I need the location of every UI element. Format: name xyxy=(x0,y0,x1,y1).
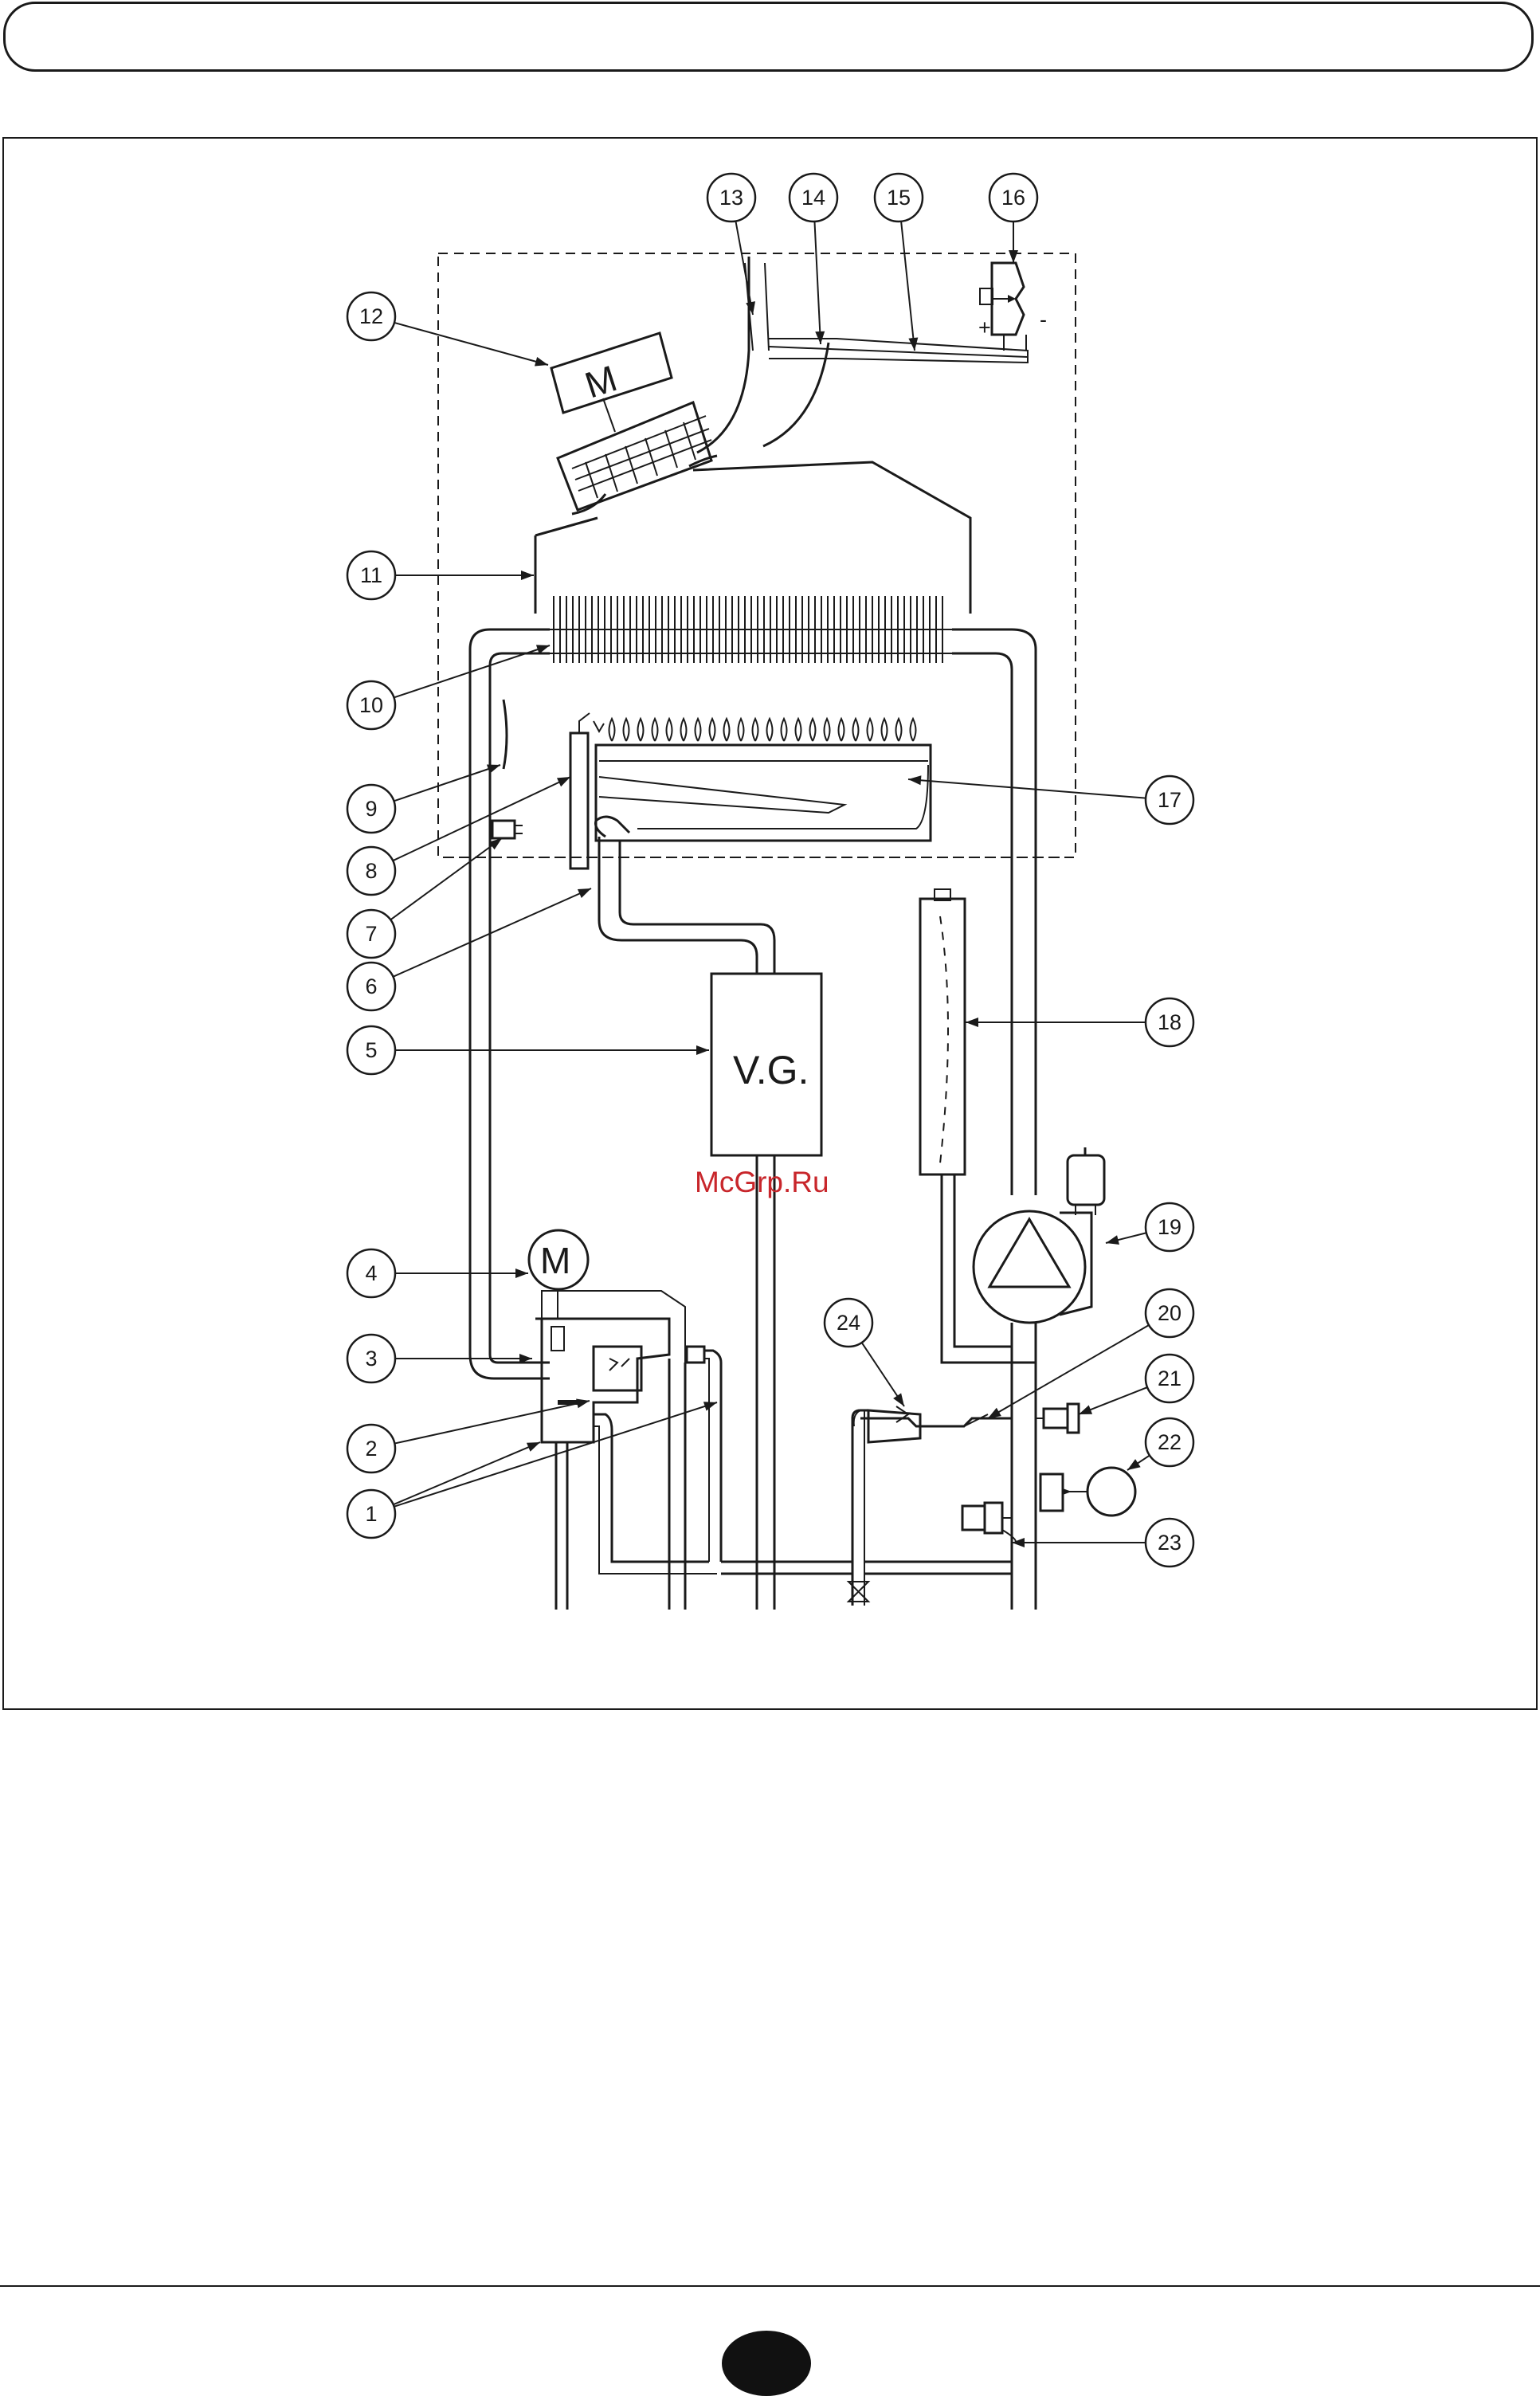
callout-number: 8 xyxy=(365,859,377,883)
callout-9: 9 xyxy=(347,764,500,833)
callout-number: 9 xyxy=(365,797,377,821)
callout-24: 24 xyxy=(825,1299,904,1406)
callout-arrowhead xyxy=(535,357,548,367)
casing-outline xyxy=(438,253,1076,857)
callout-arrowhead xyxy=(1079,1406,1092,1414)
callout-18: 18 xyxy=(966,998,1193,1046)
gas-valve-label: V.G. xyxy=(733,1048,809,1092)
temperature-sensor xyxy=(492,821,515,838)
callout-number: 21 xyxy=(1158,1367,1181,1390)
callout-arrowhead xyxy=(487,764,500,773)
water-pressure-switch xyxy=(962,1503,1016,1542)
callout-arrowhead xyxy=(908,775,921,785)
callout-number: 12 xyxy=(359,304,383,328)
page-number-badge xyxy=(722,2331,811,2396)
callout-number: 16 xyxy=(1001,186,1025,210)
callout-arrowhead xyxy=(893,1393,904,1406)
callout-3: 3 xyxy=(347,1335,532,1382)
callout-arrowhead xyxy=(1106,1235,1119,1245)
callout-number: 5 xyxy=(365,1038,377,1062)
callout-arrowhead xyxy=(521,571,534,580)
burner xyxy=(596,719,931,841)
minus-sign: - xyxy=(1040,308,1047,331)
callout-number: 7 xyxy=(365,922,377,946)
callout-14: 14 xyxy=(790,174,837,344)
callout-11: 11 xyxy=(347,551,534,599)
plus-sign: + xyxy=(978,316,991,339)
callout-arrowhead xyxy=(703,1402,717,1410)
callout-5: 5 xyxy=(347,1026,709,1074)
gas-valve: V.G. xyxy=(711,974,821,1610)
callout-number: 15 xyxy=(887,186,911,210)
callout-number: 4 xyxy=(365,1261,377,1285)
callout-number: 14 xyxy=(801,186,825,210)
callout-arrowhead xyxy=(557,777,570,786)
callout-10: 10 xyxy=(347,645,550,729)
callout-arrowhead xyxy=(696,1045,709,1055)
callout-arrowhead xyxy=(966,1018,978,1027)
callout-number: 11 xyxy=(360,563,382,587)
callout-21: 21 xyxy=(1079,1355,1193,1414)
diverter-valve-motor: M xyxy=(529,1230,588,1319)
callout-22: 22 xyxy=(1127,1418,1193,1470)
callout-arrowhead xyxy=(1009,250,1018,263)
callout-16: 16 xyxy=(989,174,1037,263)
callout-2: 2 xyxy=(347,1399,590,1473)
expansion-vessel xyxy=(920,889,1036,1363)
callout-4: 4 xyxy=(347,1249,528,1297)
callout-12: 12 xyxy=(347,292,548,367)
callout-23: 23 xyxy=(1012,1519,1193,1567)
callout-arrowhead xyxy=(515,1269,528,1278)
motor-label-top: M xyxy=(580,357,622,406)
pressure-gauge xyxy=(1040,1468,1135,1516)
footer-rule xyxy=(0,2285,1540,2287)
fan-wheel xyxy=(558,402,711,510)
fan-motor: M xyxy=(551,333,672,432)
callout-number: 3 xyxy=(365,1347,377,1371)
circulation-pump xyxy=(974,1147,1104,1323)
callout-arrowhead xyxy=(1127,1459,1141,1470)
callout-number: 2 xyxy=(365,1437,377,1461)
callout-arrowhead xyxy=(1012,1538,1025,1547)
callout-number: 18 xyxy=(1158,1010,1181,1034)
callout-1: 1 xyxy=(347,1402,717,1538)
callout-19: 19 xyxy=(1106,1203,1193,1251)
callout-number: 20 xyxy=(1158,1301,1181,1325)
callout-number: 6 xyxy=(365,974,377,998)
callout-arrowhead xyxy=(988,1408,1001,1418)
safety-valve xyxy=(1036,1404,1079,1433)
callout-15: 15 xyxy=(875,174,923,351)
callout-arrowhead xyxy=(527,1442,540,1452)
callout-arrowhead xyxy=(746,301,755,315)
callout-arrowhead xyxy=(576,1399,590,1409)
callout-number: 24 xyxy=(837,1311,860,1335)
callout-arrowhead xyxy=(815,331,825,344)
callout-number: 23 xyxy=(1158,1531,1181,1555)
callout-number: 1 xyxy=(365,1502,377,1526)
callout-arrowhead xyxy=(578,888,591,898)
callout-17: 17 xyxy=(908,775,1193,824)
callout-number: 19 xyxy=(1158,1215,1181,1239)
watermark: McGrp.Ru xyxy=(695,1166,829,1199)
callout-number: 22 xyxy=(1158,1430,1181,1454)
motor-label-bottom: M xyxy=(540,1240,570,1281)
callout-number: 17 xyxy=(1158,788,1181,812)
limit-thermostat xyxy=(490,697,507,773)
callout-number: 10 xyxy=(359,693,383,717)
callout-number: 13 xyxy=(719,186,743,210)
